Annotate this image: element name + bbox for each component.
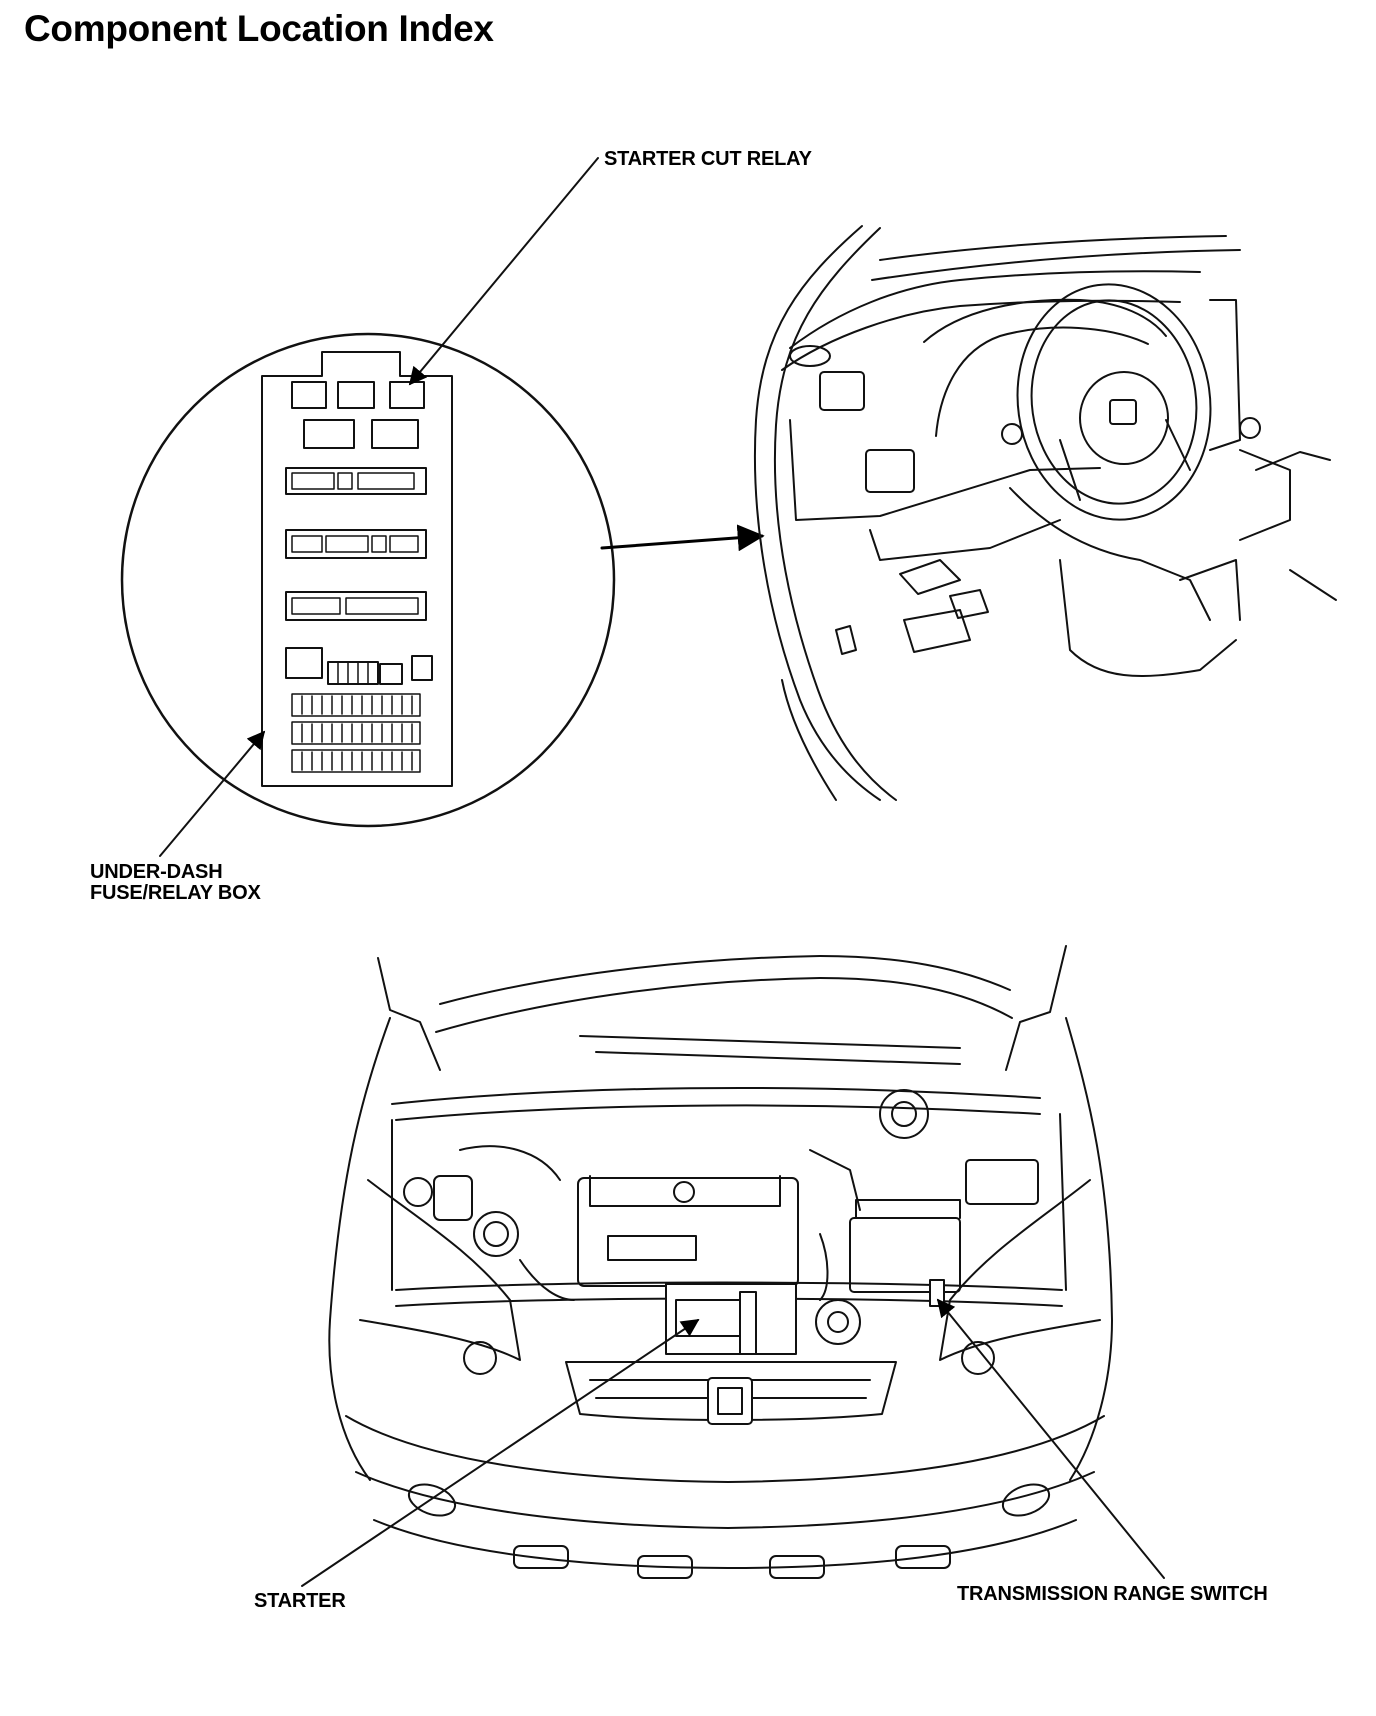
dashboard-illustration — [755, 226, 1336, 800]
label-transmission-range-switch: TRANSMISSION RANGE SWITCH — [957, 1583, 1268, 1605]
page-title: Component Location Index — [24, 8, 494, 49]
leader-starter — [302, 1318, 700, 1586]
engine-bay-illustration — [329, 946, 1112, 1578]
label-under-dash-line2: FUSE/RELAY BOX — [90, 882, 261, 904]
arrow-to-dashboard — [602, 524, 765, 552]
leader-starter-cut-relay — [408, 158, 598, 386]
leader-under-dash-fuse-box — [160, 730, 266, 856]
label-under-dash-line1: UNDER-DASH — [90, 861, 223, 883]
leader-transmission-range-switch — [936, 1298, 1164, 1578]
label-starter-cut-relay: STARTER CUT RELAY — [604, 148, 812, 170]
fuse-box-detail — [122, 334, 614, 826]
label-starter: STARTER — [254, 1590, 346, 1612]
